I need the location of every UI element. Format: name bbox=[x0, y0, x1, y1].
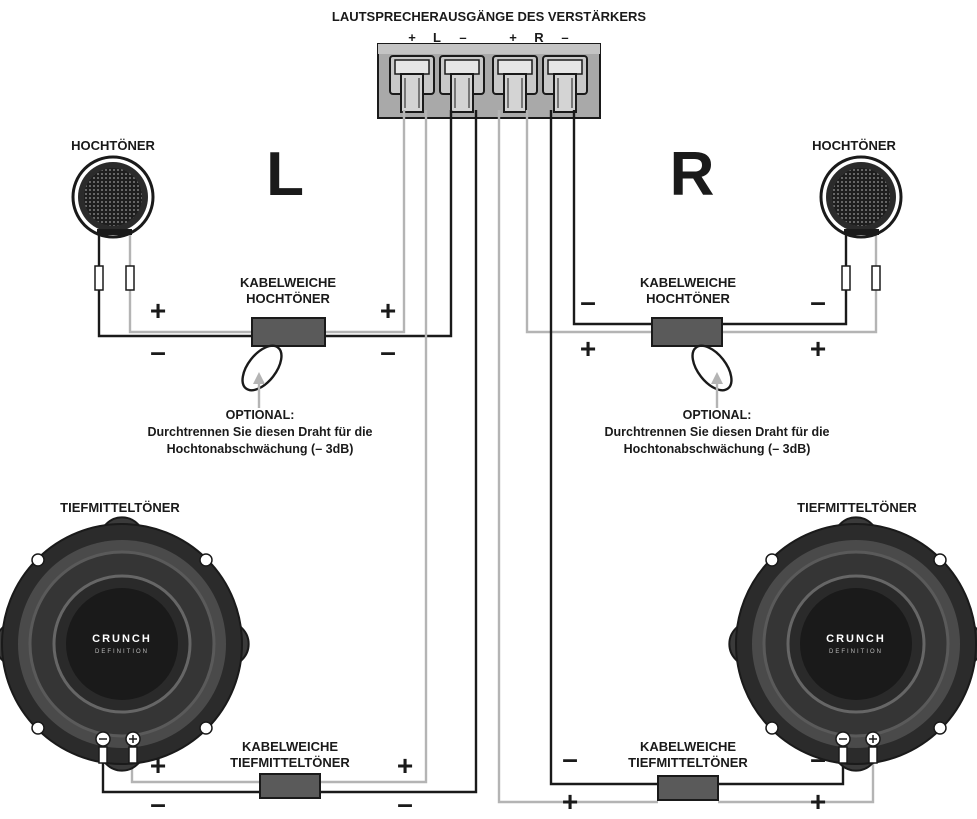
left-woofer-label: TIEFMITTELTÖNER bbox=[60, 500, 180, 515]
crossover-woofer-right-label-2: TIEFMITTELTÖNER bbox=[628, 755, 748, 770]
polarity-plus: + bbox=[579, 333, 597, 364]
polarity-minus: – bbox=[397, 788, 413, 819]
polarity-minus: – bbox=[810, 286, 826, 317]
crossover-woofer-left-label-1: KABELWEICHE bbox=[241, 739, 339, 754]
wire-left-woofer-plus bbox=[320, 110, 428, 784]
polarity-minus: – bbox=[380, 336, 396, 367]
channel-left-label: L bbox=[266, 140, 304, 209]
right-tweeter-label: HOCHTÖNER bbox=[812, 138, 896, 153]
wire-right-woofer-minus bbox=[549, 110, 658, 786]
brand-name: CRUNCH bbox=[92, 633, 152, 645]
wire-left-woofer-minus bbox=[320, 110, 478, 794]
polarity-minus: – bbox=[150, 336, 166, 367]
crossover-tweeter-right-label-2: HOCHTÖNER bbox=[646, 291, 730, 306]
woofer-terminals bbox=[95, 731, 141, 764]
wire-right-tweeter-minus bbox=[572, 110, 652, 326]
crossover-woofer-right bbox=[657, 775, 719, 801]
terminal-label-right-minus: – bbox=[561, 30, 569, 45]
brand-sub: DEFINITION bbox=[829, 649, 883, 655]
inline-connectors bbox=[94, 265, 881, 291]
optional-note-right-line1: Durchtrennen Sie diesen Draht für die bbox=[604, 425, 830, 439]
brand-sub: DEFINITION bbox=[95, 649, 149, 655]
polarity-minus: – bbox=[580, 286, 596, 317]
optional-note-left-line2: Hochtonabschwächung (– 3dB) bbox=[166, 442, 354, 456]
wire-left-tweeter-plus bbox=[325, 110, 406, 334]
polarity-plus: + bbox=[809, 786, 827, 817]
polarity-minus: – bbox=[562, 743, 578, 774]
wire-left-tweeter-minus bbox=[325, 110, 453, 338]
polarity-plus: + bbox=[379, 295, 397, 326]
polarity-plus: + bbox=[149, 295, 167, 326]
polarity-minus: – bbox=[810, 743, 826, 774]
polarity-plus: + bbox=[396, 750, 414, 781]
left-tweeter bbox=[71, 155, 155, 239]
terminal-screw bbox=[542, 55, 588, 113]
wire-right-tweeter-plus bbox=[525, 110, 652, 334]
optional-note-right-line2: Hochtonabschwächung (– 3dB) bbox=[623, 442, 811, 456]
right-woofer-label: TIEFMITTELTÖNER bbox=[797, 500, 917, 515]
woofer-terminals bbox=[835, 731, 881, 764]
amplifier-terminal-block bbox=[377, 43, 601, 119]
wire-left-tweeter-out-plus bbox=[128, 290, 252, 334]
brand-name: CRUNCH bbox=[826, 633, 886, 645]
amplifier-title: LAUTSPRECHERAUSGÄNGE DES VERSTÄRKERS bbox=[331, 9, 647, 24]
crossover-tweeter-left bbox=[241, 317, 326, 408]
optional-note-right-title: OPTIONAL: bbox=[682, 408, 752, 422]
crossover-tweeter-left-label-1: KABELWEICHE bbox=[239, 275, 337, 290]
right-woofer: CRUNCH DEFINITION bbox=[728, 516, 977, 772]
crossover-tweeter-right bbox=[651, 317, 733, 408]
polarity-plus: + bbox=[561, 786, 579, 817]
crossover-woofer-right-label-1: KABELWEICHE bbox=[639, 739, 737, 754]
terminal-screw bbox=[492, 55, 538, 113]
terminal-screw bbox=[389, 55, 435, 113]
wire-right-woofer-plus bbox=[497, 110, 658, 804]
polarity-plus: + bbox=[149, 750, 167, 781]
polarity-minus: – bbox=[150, 788, 166, 819]
optional-note-left-title: OPTIONAL: bbox=[225, 408, 295, 422]
left-woofer: CRUNCH DEFINITION bbox=[0, 516, 250, 772]
crossover-woofer-left bbox=[259, 773, 321, 799]
terminal-label-left: L bbox=[433, 30, 441, 45]
terminal-label-right-plus: + bbox=[509, 30, 517, 45]
right-tweeter bbox=[819, 155, 903, 239]
crossover-tweeter-left-label-2: HOCHTÖNER bbox=[246, 291, 330, 306]
crossover-tweeter-right-label-1: KABELWEICHE bbox=[639, 275, 737, 290]
terminal-label-right: R bbox=[534, 30, 544, 45]
polarity-plus: + bbox=[809, 333, 827, 364]
left-tweeter-label: HOCHTÖNER bbox=[71, 138, 155, 153]
optional-note-left-line1: Durchtrennen Sie diesen Draht für die bbox=[147, 425, 373, 439]
channel-right-label: R bbox=[669, 140, 715, 209]
wire-left-tweeter-out-minus bbox=[97, 290, 252, 338]
terminal-label-left-minus: – bbox=[459, 30, 467, 45]
terminal-screw bbox=[439, 55, 485, 113]
terminal-label-left-plus: + bbox=[408, 30, 416, 45]
crossover-woofer-left-label-2: TIEFMITTELTÖNER bbox=[230, 755, 350, 770]
